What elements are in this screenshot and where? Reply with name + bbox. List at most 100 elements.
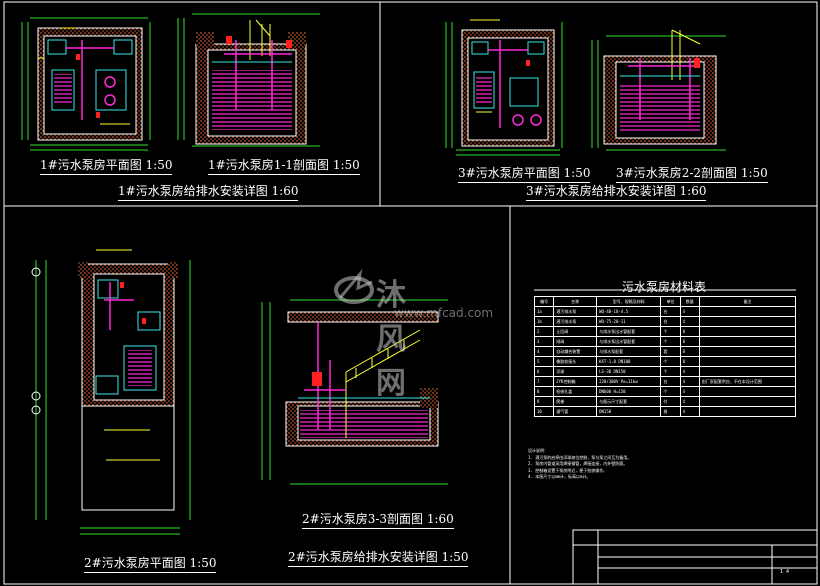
materials-cell: 个: [660, 326, 681, 337]
materials-header-cell: 数量: [679, 296, 700, 307]
materials-cell: 4: [679, 406, 700, 417]
materials-cell: KXT-1.0 DN100: [596, 356, 662, 367]
watermark: 沐风网 www.mfcad.com: [332, 268, 493, 401]
materials-cell: [698, 396, 797, 407]
p2-section-title: 2#污水泵房3-3剖面图 1:60: [302, 510, 454, 529]
title-block-sheet-number: 1 4: [780, 569, 790, 575]
materials-cell: 8: [679, 356, 700, 367]
materials-header-cell: 单位: [660, 296, 681, 307]
materials-cell: WQ-40-18-4.5: [596, 306, 662, 317]
materials-cell: 4: [679, 366, 700, 377]
design-notes: 设计说明： 1. 潜污泵的启停由浮球液位控制，泵与泵之间互为备用。2. 泵房内管…: [528, 448, 631, 481]
notes-item: 2. 泵房内管道采用焊接钢管，焊接连接，内外壁防腐。: [528, 461, 628, 466]
materials-cell: 1b: [533, 316, 555, 327]
materials-cell: 1a: [533, 306, 555, 317]
materials-cell: JYK控制箱: [553, 376, 598, 387]
materials-cell: DN600 H=150: [596, 386, 662, 397]
materials-header-cell: 名称: [553, 296, 598, 307]
materials-cell: 橡胶软接头: [553, 356, 598, 367]
materials-cell: 个: [660, 356, 681, 367]
notes-item: 3. 控制箱设置于泵房附近，便于检修操作。: [528, 467, 608, 473]
materials-cell: 220/380V Pe=11kw: [596, 376, 662, 387]
materials-cell: 9: [533, 396, 555, 407]
panel1-plan: [21, 17, 151, 151]
materials-cell: 潜污排水泵: [553, 316, 598, 327]
materials-cell: 套: [660, 346, 681, 357]
p1-plan-title: 1#污水泵房平面图 1:50: [40, 156, 173, 175]
materials-cell: 潜污排水泵: [553, 306, 598, 317]
p1-detail-title: 1#污水泵房给排水安装详图 1:60: [118, 182, 299, 201]
materials-cell: 个: [660, 366, 681, 377]
materials-cell: 与图示尺寸配套: [596, 396, 662, 407]
materials-cell: 4: [679, 386, 700, 397]
materials-header-cell: 型号、规格及材料: [596, 296, 662, 307]
materials-cell: 检修孔盖: [553, 386, 598, 397]
materials-cell: 8: [533, 386, 555, 397]
p3-plan-title: 3#污水泵房平面图 1:50: [458, 164, 591, 183]
panel1-section: [177, 13, 320, 147]
materials-cell: 台: [660, 306, 681, 317]
materials-cell: [698, 336, 797, 347]
materials-header-cell: 备注: [698, 296, 797, 307]
materials-cell: WQ-75-20-11: [596, 316, 662, 327]
panel3-section: [591, 29, 726, 151]
materials-cell: 6: [533, 366, 555, 377]
materials-cell: 与排水泵出水管配套: [596, 326, 662, 337]
materials-cell: 由厂家配套供应，不在本设计范围: [698, 376, 797, 387]
materials-cell: 8: [679, 336, 700, 347]
materials-cell: 5: [533, 356, 555, 367]
materials-cell: [698, 406, 797, 417]
panel2-section: [261, 299, 448, 485]
panel3-plan: [445, 19, 563, 156]
title-block: [572, 529, 818, 585]
materials-cell: [698, 346, 797, 357]
materials-cell: 4: [533, 346, 555, 357]
materials-cell: 浮球: [553, 366, 598, 377]
materials-cell: 台: [660, 376, 681, 387]
notes-item: 4. 本图尺寸以mm计，标高以m计。: [528, 474, 591, 479]
materials-cell: 爬梯: [553, 396, 598, 407]
materials-cell: 与排水泵出水管配套: [596, 336, 662, 347]
materials-cell: 台: [660, 316, 681, 327]
materials-cell: 2: [533, 326, 555, 337]
materials-cell: 4: [679, 376, 700, 387]
p3-detail-title: 3#污水泵房给排水安装详图 1:60: [526, 182, 707, 201]
materials-cell: 个: [660, 336, 681, 347]
materials-header-row: 编号名称型号、规格及材料单位数量备注: [533, 296, 797, 307]
materials-title: 污水泵房材料表: [622, 280, 707, 294]
materials-cell: [698, 356, 797, 367]
notes-heading: 设计说明：: [528, 448, 548, 453]
materials-cell: 根: [660, 406, 681, 417]
p1-section-title: 1#污水泵房1-1剖面图 1:50: [208, 156, 360, 175]
materials-cell: 通气管: [553, 406, 598, 417]
materials-cell: [698, 386, 797, 397]
materials-cell: 4: [679, 396, 700, 407]
notes-items: 1. 潜污泵的启停由浮球液位控制，泵与泵之间互为备用。2. 泵房内管道采用焊接钢…: [528, 455, 631, 481]
watermark-text: 沐风网: [376, 278, 410, 401]
p2-detail-title: 2#污水泵房给排水安装详图 1:50: [288, 548, 469, 567]
panel2-plan: [31, 249, 191, 535]
materials-cell: 个: [660, 386, 681, 397]
materials-cell: [698, 306, 797, 317]
materials-cell: 7: [533, 376, 555, 387]
materials-header-cell: 编号: [533, 296, 555, 307]
p3-section-title: 3#污水泵房2-2剖面图 1:50: [616, 164, 768, 183]
materials-cell: 4: [679, 306, 700, 317]
materials-cell: 与排水泵配套: [596, 346, 662, 357]
materials-cell: 4: [679, 316, 700, 327]
materials-cell: 8: [679, 326, 700, 337]
materials-cell: [698, 326, 797, 337]
